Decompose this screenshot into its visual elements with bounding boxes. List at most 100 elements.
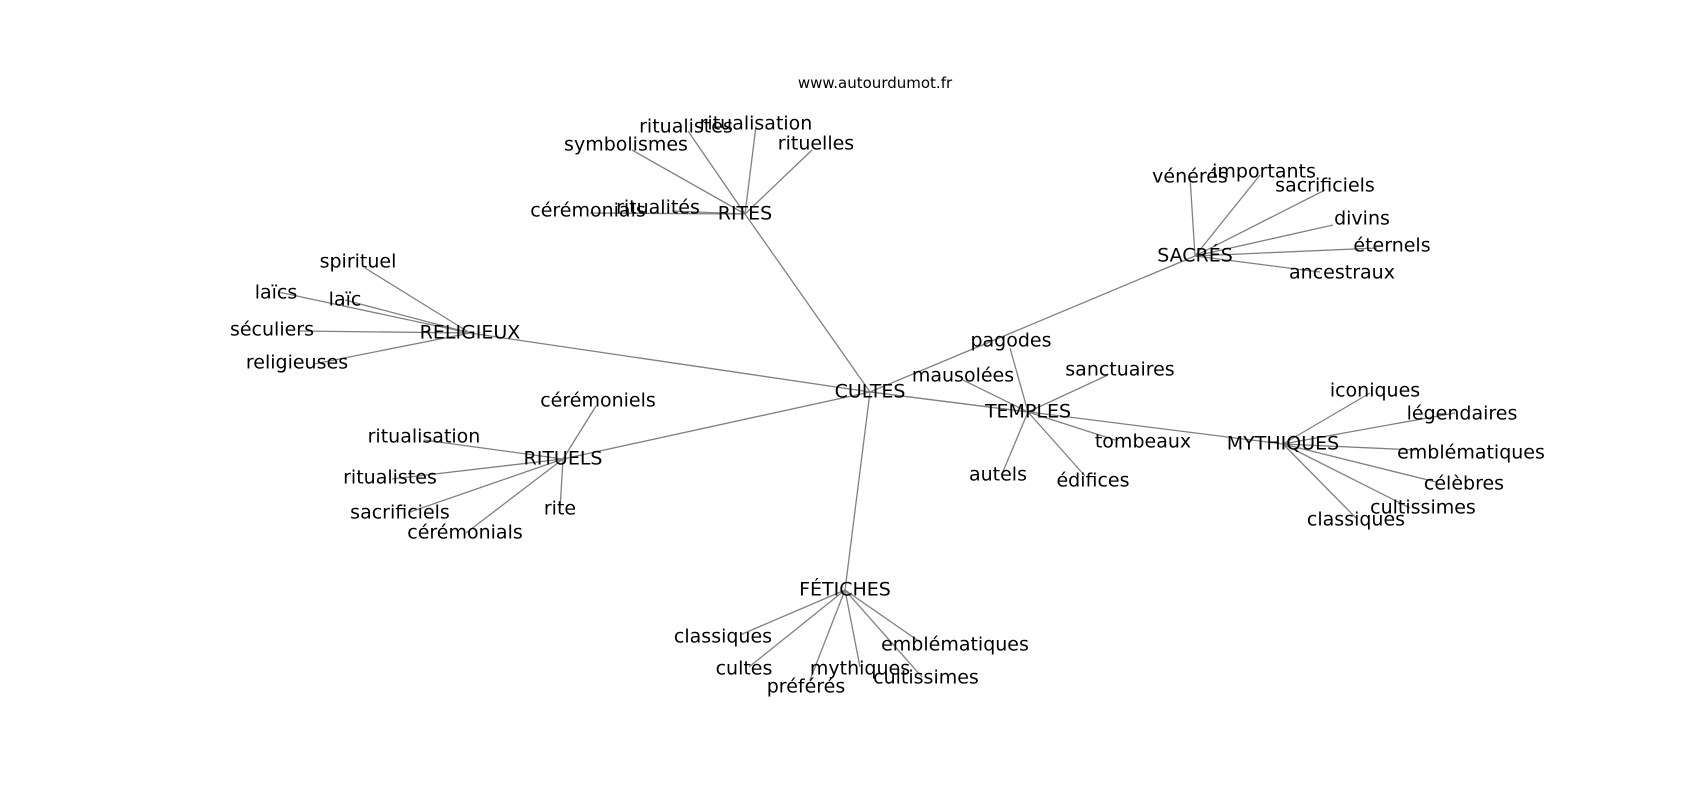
edge-sacres-leaf: [1194, 174, 1261, 257]
edge-rituels-leaf: [423, 439, 564, 460]
edge-temples-leaf: [1027, 411, 1116, 441]
edge-fetiches-leaf: [739, 589, 846, 636]
hub-node-temples: TEMPLES: [984, 401, 1071, 423]
leaf-node-mythiques: célèbres: [1424, 473, 1504, 495]
edge-temples-leaf: [1009, 347, 1029, 413]
graph-edges: [277, 125, 1456, 681]
edge-mythiques-leaf: [1282, 443, 1411, 509]
leaf-node-rites: cérémonials: [530, 200, 646, 222]
leaf-node-rituels: rite: [544, 498, 576, 520]
leaf-node-sacres: ancestraux: [1289, 262, 1395, 284]
leaf-node-fetiches: classiques: [674, 626, 772, 648]
edge-temples-leaf: [1001, 411, 1029, 475]
leaf-node-sacres: sacrificiels: [1275, 175, 1375, 197]
leaf-node-fetiches: préférés: [767, 676, 846, 698]
leaf-node-mythiques: iconiques: [1330, 380, 1420, 402]
edge-cultes-religieux: [469, 332, 871, 393]
edge-fetiches-leaf: [844, 589, 921, 643]
leaf-node-fetiches: cultes: [716, 658, 773, 680]
hub-node-religieux: RELIGIEUX: [420, 322, 521, 344]
leaf-node-religieux: laïcs: [255, 282, 298, 304]
edge-fetiches-leaf: [748, 589, 846, 668]
leaf-node-rituels: sacrificiels: [350, 502, 450, 524]
hub-node-rites: RITES: [718, 203, 772, 225]
edge-cultes-sacres: [869, 255, 1196, 393]
leaf-node-rites: rituelles: [778, 133, 854, 155]
edge-cultes-rituels: [562, 391, 871, 460]
leaf-node-sacres: divins: [1334, 208, 1390, 230]
edge-rituels-leaf: [409, 458, 564, 513]
edge-sacres-leaf: [1194, 189, 1326, 257]
leaf-node-sacres: éternels: [1353, 235, 1430, 257]
edge-religieux-leaf: [277, 291, 471, 334]
leaf-node-rites: ritualistes: [639, 116, 733, 138]
leaf-node-temples: sanctuaires: [1065, 359, 1174, 381]
leaf-node-religieux: spirituel: [320, 251, 397, 273]
edge-rites-leaf: [744, 125, 757, 215]
leaf-node-sacres: vénérés: [1152, 166, 1228, 188]
leaf-node-rituels: ritualisation: [368, 426, 481, 448]
edge-cultes-rites: [744, 213, 871, 393]
leaf-node-rites: ritualisation: [700, 113, 813, 135]
source-url-label: www.autourdumot.fr: [798, 74, 953, 92]
edge-religieux-leaf: [299, 330, 471, 334]
edge-mythiques-leaf: [1282, 443, 1357, 519]
leaf-node-rituels: cérémoniels: [540, 390, 656, 412]
edge-fetiches-leaf: [844, 589, 861, 668]
leaf-node-mythiques: emblématiques: [1397, 442, 1545, 464]
edge-religieux-leaf: [364, 267, 471, 334]
leaf-node-temples: tombeaux: [1095, 431, 1191, 453]
leaf-node-rites: ritualités: [616, 197, 700, 219]
edge-sacres-leaf: [1194, 224, 1334, 257]
leaf-node-religieux: laïc: [329, 289, 362, 311]
leaf-node-temples: pagodes: [970, 330, 1051, 352]
leaf-node-temples: mausolées: [912, 365, 1014, 387]
edge-sacres-leaf: [1194, 255, 1321, 273]
hub-node-rituels: RITUELS: [524, 448, 603, 470]
edge-temples-leaf: [1027, 374, 1109, 413]
edge-rites-leaf: [589, 212, 746, 215]
graph-labels: www.autourdumot.fr CULTES RITES ritualisat…: [230, 74, 1545, 698]
edge-sacres-leaf: [1194, 247, 1378, 257]
edge-rituels-leaf: [559, 458, 564, 510]
edge-sacres-leaf: [1189, 176, 1196, 257]
edge-religieux-leaf: [313, 332, 471, 365]
edge-religieux-leaf: [344, 299, 471, 334]
hub-node-mythiques: MYTHIQUES: [1227, 433, 1339, 455]
leaf-node-rites: symbolismes: [564, 134, 688, 156]
edge-mythiques-leaf: [1282, 392, 1371, 445]
edge-temples-leaf: [962, 379, 1029, 413]
edge-fetiches-leaf: [844, 589, 923, 678]
edge-mythiques-leaf: [1282, 443, 1417, 451]
edge-mythiques-leaf: [1282, 443, 1437, 483]
leaf-node-fetiches: mythiques: [810, 658, 910, 680]
center-node-label: CULTES: [835, 381, 906, 403]
leaf-node-rituels: cérémonials: [407, 522, 523, 544]
leaf-node-mythiques: légendaires: [1407, 403, 1518, 425]
leaf-node-fetiches: cultissimes: [873, 667, 979, 689]
leaf-node-mythiques: cultissimes: [1370, 497, 1476, 519]
edge-mythiques-leaf: [1282, 412, 1456, 445]
edge-rituels-leaf: [391, 458, 564, 480]
leaf-node-religieux: séculiers: [230, 319, 314, 341]
edge-rites-leaf: [744, 149, 813, 215]
leaf-node-temples: édifices: [1056, 470, 1129, 492]
edge-rituels-leaf: [465, 458, 564, 534]
hub-node-sacres: SACRÉS: [1157, 244, 1233, 267]
leaf-node-sacres: importants: [1212, 161, 1316, 183]
hub-node-fetiches: FÉTICHES: [799, 578, 891, 601]
edge-cultes-fetiches: [844, 391, 871, 591]
leaf-node-rituels: ritualistes: [343, 467, 437, 489]
edge-rites-leaf: [631, 149, 746, 215]
edge-cultes-mythiques: [869, 391, 1284, 445]
edge-rites-leaf: [687, 130, 746, 215]
leaf-node-mythiques: classiques: [1307, 509, 1405, 531]
edge-rituels-leaf: [562, 405, 597, 460]
edge-fetiches-leaf: [809, 589, 846, 681]
leaf-node-religieux: religieuses: [246, 352, 348, 374]
leaf-node-fetiches: emblématiques: [881, 634, 1029, 656]
edge-temples-leaf: [1027, 411, 1086, 477]
leaf-node-temples: autels: [969, 464, 1027, 486]
